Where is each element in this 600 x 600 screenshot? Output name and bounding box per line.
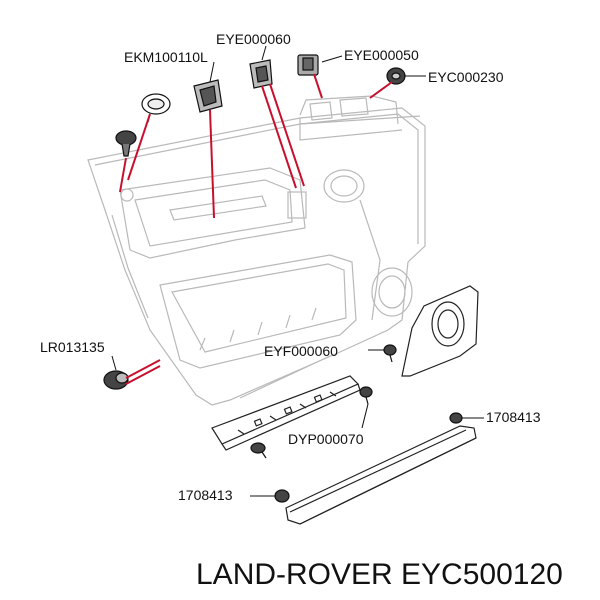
label-eye000060: EYE000060 [216,31,291,47]
door-panel-outline [87,95,426,406]
fastener-grommet-icon [115,130,137,157]
label-eyc000230: EYC000230 [428,69,504,85]
callout-lines [119,73,393,385]
label-eyf000060: EYF000060 [264,343,338,359]
screw-1708413-bottom-icon [274,489,290,503]
leader-lines [111,45,484,497]
speaker-trim-panel [401,285,479,377]
screw-eyf000060-icon [383,344,397,363]
cap-part-icon [141,93,171,123]
fastener-eyc000230-icon [386,67,406,85]
label-1708413-bottom: 1708413 [178,487,233,503]
screw-dyp-icon [359,386,373,405]
screw-1708413-top-icon [449,412,463,424]
screw-dyp000070-icon [250,442,267,459]
fastener-lr013135-icon [103,370,129,390]
lower-trim-strip [211,375,361,451]
bottom-sill-trim [285,425,477,525]
label-dyp000070: DYP000070 [288,431,364,447]
label-lr013135: LR013135 [40,339,105,355]
label-eye000050: EYE000050 [344,47,419,63]
clip-eye000060-icon [249,59,273,89]
part-caption: LAND-ROVER EYC500120 [196,558,563,591]
label-ekm100110l: EKM100110L [124,49,208,65]
label-1708413-top: 1708413 [486,409,541,425]
clip-eye000050-icon [297,54,319,76]
clip-ekm100110l-icon [193,79,223,113]
